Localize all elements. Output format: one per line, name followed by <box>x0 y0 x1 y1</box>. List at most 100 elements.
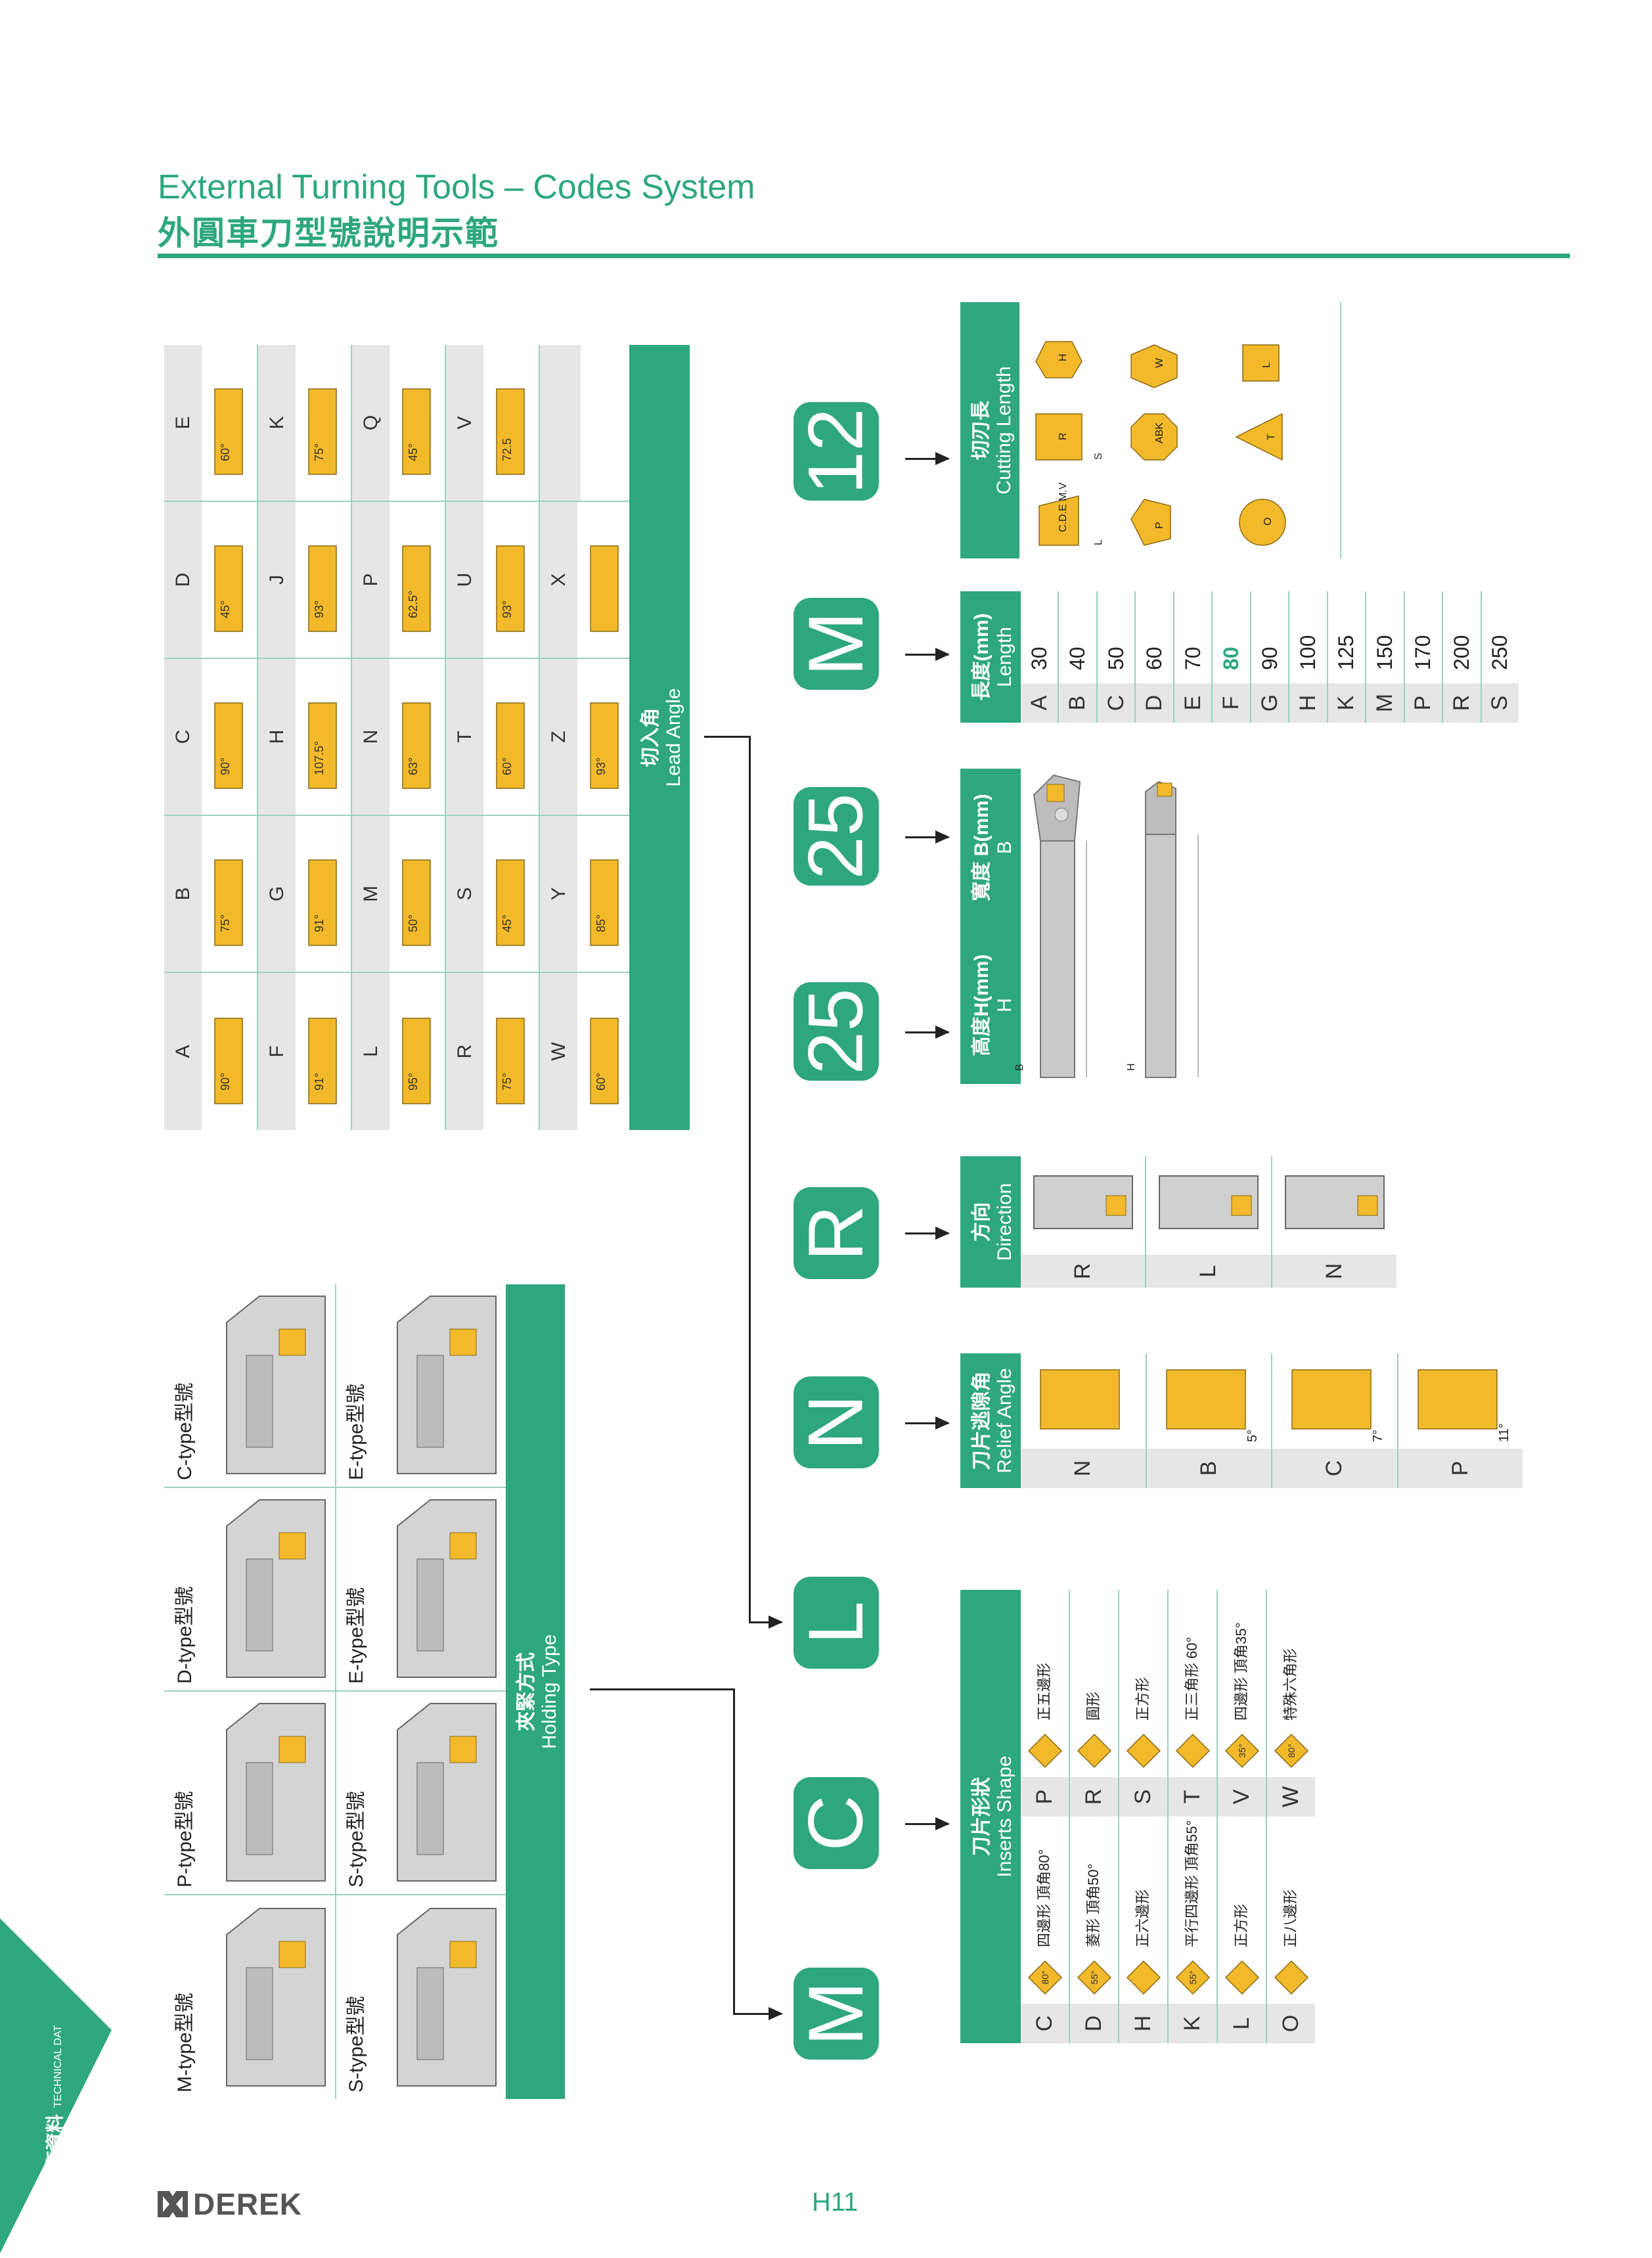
lead-angle-value: 85° <box>594 914 608 932</box>
length-value: 250 <box>1488 635 1512 670</box>
holding-type-drawing <box>397 1296 497 1474</box>
relief-angle-insert-icon <box>1165 1369 1246 1430</box>
lead-angle-insert-icon <box>402 545 431 632</box>
lead-angle-value: 90° <box>219 757 232 775</box>
insert-shape-code: L <box>1218 2004 1266 2043</box>
relief-angle-value: 7° <box>1371 1429 1385 1442</box>
lead-angle-insert-icon <box>496 1018 525 1104</box>
holding-type-cell: C-type型號 <box>164 1284 335 1488</box>
cutting-length-label: H <box>1058 353 1069 361</box>
dim-h: H <box>1126 1063 1137 1071</box>
direction-band: 方向 Direction <box>960 1156 1021 1288</box>
lead-angle-value: 93° <box>313 600 326 618</box>
holding-type-label: C-type型號 <box>173 1382 196 1480</box>
lead-angle-code: G <box>258 816 296 972</box>
length-value: 80 <box>1219 646 1243 670</box>
lead-angle-value: 60° <box>219 443 232 461</box>
lead-angle-cell: Z 93° <box>540 659 633 816</box>
direction-holder-icon <box>1284 1175 1385 1229</box>
lead-angle-insert-icon <box>214 702 243 789</box>
insert-shape-desc: 四邊形 頂角80° <box>1036 1849 1053 1947</box>
direction-holder-icon <box>1159 1175 1259 1229</box>
connector-holding-arrow <box>733 2007 783 2020</box>
lead-angle-code: V <box>446 345 483 501</box>
insert-shape-icon: 80° <box>1267 1725 1315 1777</box>
insert-shape-code: W <box>1267 1777 1315 1817</box>
lead-angle-insert-icon <box>214 859 243 946</box>
insert-shape-angle: 55° <box>1187 1970 1198 1985</box>
height-label: 高度H(mm) H <box>971 954 1016 1056</box>
lead-angle-code: C <box>164 659 202 815</box>
lead-angle-code: S <box>446 816 483 972</box>
lead-angle-code: P <box>352 502 390 658</box>
insert-shape-item: D 55° 菱形 頂角50° <box>1070 1817 1118 2043</box>
code-pill-lead-angle: L <box>793 1577 880 1669</box>
lead-angle-insert-icon <box>590 1018 619 1104</box>
relief-angle-code: B <box>1146 1449 1271 1488</box>
lead-angle-code: R <box>446 973 483 1130</box>
lead-angle-insert-icon <box>496 859 525 946</box>
length-value: 125 <box>1334 635 1358 670</box>
lead-angle-cell: Y 85° <box>540 816 633 973</box>
cutting-length-label: L <box>1093 539 1104 545</box>
lead-angle-code: M <box>352 816 390 972</box>
insert-shape-code: H <box>1119 2004 1167 2043</box>
lead-angle-value: 50° <box>407 914 420 932</box>
width-label: 寬度 B(mm) B <box>971 794 1016 901</box>
holding-type-cell: S-type型號 <box>336 1692 506 1895</box>
length-code: M <box>1366 683 1404 723</box>
lead-angle-insert-icon <box>402 1018 431 1104</box>
length-value: 40 <box>1065 646 1090 670</box>
holding-type-cell: E-type型號 <box>336 1488 506 1692</box>
lead-angle-code: Z <box>540 659 577 815</box>
title-rule <box>158 254 1570 258</box>
length-code: D <box>1136 683 1173 723</box>
lead-angle-value: 63° <box>407 757 420 775</box>
arrow-cutting-length <box>905 452 950 465</box>
code-pill-insert-shape: C <box>793 1777 880 1869</box>
lead-angle-code: D <box>164 502 202 658</box>
lead-angle-cell: M 50° <box>352 816 445 973</box>
connector-lead-v <box>749 736 751 1623</box>
lead-angle-code: Y <box>540 816 577 972</box>
length-value: 100 <box>1296 635 1320 670</box>
inserts-shape-band: 刀片形狀 Inserts Shape <box>960 1590 1021 2043</box>
insert-shape-angle: 55° <box>1088 1970 1100 1985</box>
holding-type-label: M-type型號 <box>173 1993 196 2092</box>
dim-b: B <box>1014 1064 1025 1071</box>
lead-angle-value: 93° <box>594 757 608 775</box>
lead-angle-code <box>540 345 581 501</box>
insert-shape-code: D <box>1070 2004 1118 2043</box>
insert-shape-desc: 菱形 頂角50° <box>1085 1863 1102 1947</box>
lead-angle-value: 45° <box>219 600 232 618</box>
lead-angle-code: Q <box>352 345 390 501</box>
lead-angle-code: X <box>540 502 577 658</box>
insert-shape-icon: 55° <box>1169 1951 1217 2004</box>
holding-type-cell: S-type型號 <box>336 1895 506 2099</box>
lead-angle-value: 107.5° <box>313 740 326 775</box>
holding-type-cell: D-type型號 <box>164 1488 335 1692</box>
insert-shape-icon <box>1021 1725 1069 1777</box>
code-pill-holding: M <box>793 1968 880 2060</box>
lead-angle-insert-icon <box>308 388 337 475</box>
lead-angle-insert-icon <box>590 859 619 946</box>
cutting-length-label: S <box>1093 453 1104 460</box>
relief-angle-value: 5° <box>1245 1429 1260 1442</box>
lead-angle-insert-icon <box>214 388 243 475</box>
length-value: 90 <box>1257 646 1282 670</box>
